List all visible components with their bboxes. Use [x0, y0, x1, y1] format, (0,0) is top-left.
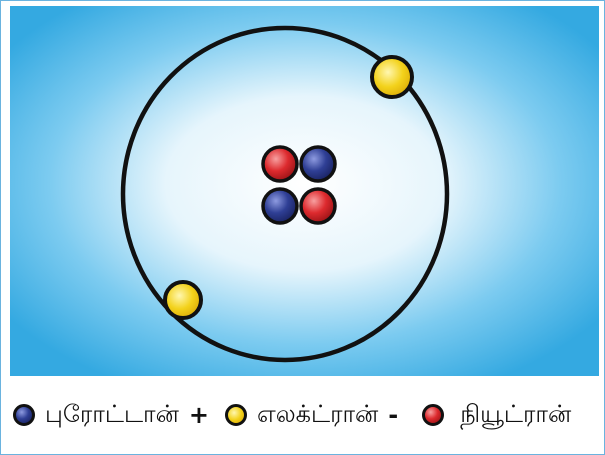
legend-sign-proton: + — [189, 401, 209, 429]
proton-particle — [301, 147, 335, 181]
legend-label-electron: எலக்ட்ரான் — [257, 400, 378, 431]
diagram-background — [10, 6, 599, 376]
legend-item-proton: புரோட்டான் + — [11, 400, 209, 431]
blue-particle-icon — [11, 402, 37, 428]
legend: புரோட்டான் + எலக்ட்ரான் - நியூட்ரான் — [11, 385, 596, 445]
yellow-particle-icon — [223, 402, 249, 428]
electron-particle — [165, 282, 201, 318]
neutron-particle — [263, 147, 297, 181]
red-particle-icon — [420, 402, 446, 428]
legend-label-proton: புரோட்டான் — [45, 400, 179, 431]
legend-label-neutron: நியூட்ரான் — [460, 400, 571, 431]
proton-particle — [263, 189, 297, 223]
atom-diagram — [10, 6, 599, 376]
legend-sign-electron: - — [388, 401, 398, 429]
legend-item-neutron: நியூட்ரான் — [420, 400, 571, 431]
neutron-particle — [301, 189, 335, 223]
legend-item-electron: எலக்ட்ரான் - — [223, 400, 398, 431]
electron-particle — [372, 57, 412, 97]
